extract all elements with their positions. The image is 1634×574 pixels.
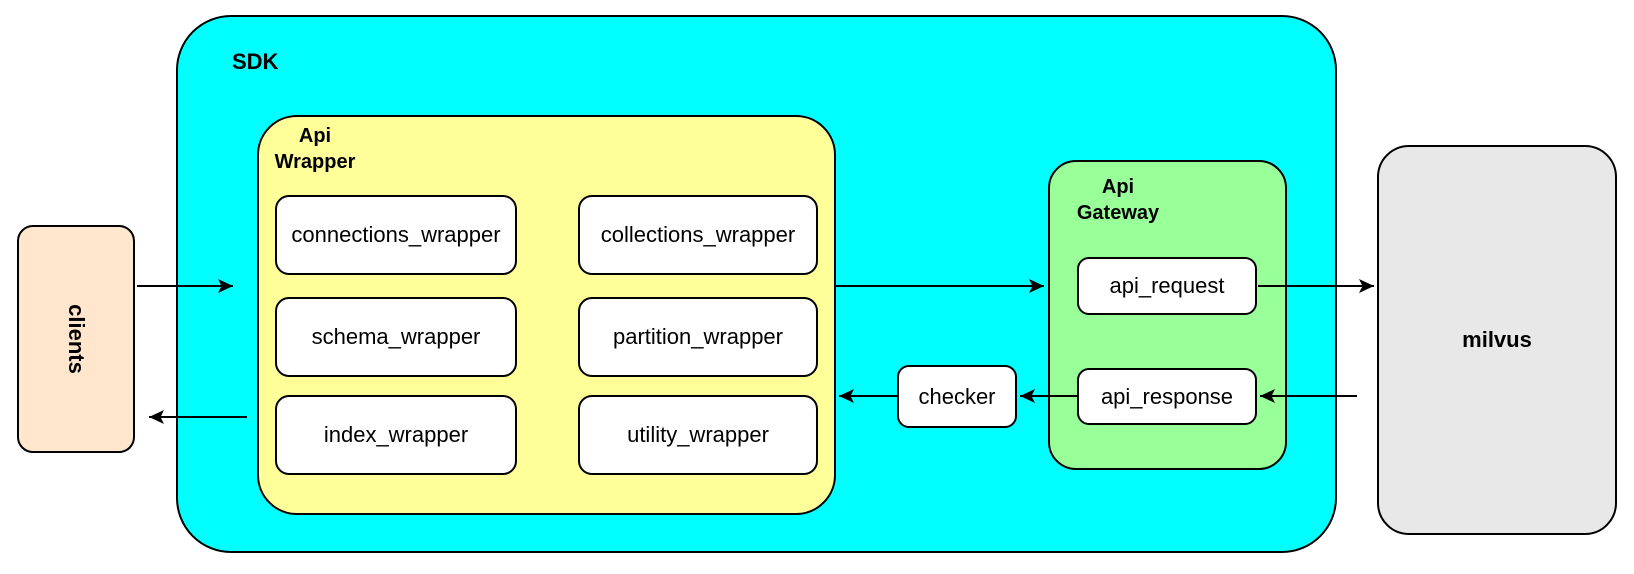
node-utility-wrapper: utility_wrapper — [578, 395, 818, 475]
node-api-response: api_response — [1077, 368, 1257, 425]
clients-label: clients — [63, 304, 89, 374]
node-collections-wrapper: collections_wrapper — [578, 195, 818, 275]
checker-node: checker — [897, 365, 1017, 428]
node-partition-wrapper: partition_wrapper — [578, 297, 818, 377]
milvus-node: milvus — [1377, 145, 1617, 535]
node-schema-wrapper: schema_wrapper — [275, 297, 517, 377]
milvus-label: milvus — [1462, 327, 1532, 352]
api-wrapper-label: Api Wrapper — [274, 125, 356, 174]
sdk-label: SDK — [232, 49, 279, 74]
node-api-request: api_request — [1077, 257, 1257, 315]
api-gateway-label: Api Gateway — [1076, 176, 1160, 225]
node-connections-wrapper: connections_wrapper — [275, 195, 517, 275]
clients-node: clients — [17, 225, 135, 453]
node-index-wrapper: index_wrapper — [275, 395, 517, 475]
